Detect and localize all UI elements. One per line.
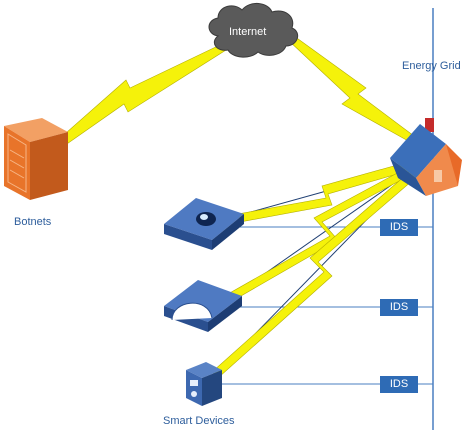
internet-label: Internet xyxy=(229,26,267,38)
lightning-bolt-icon xyxy=(57,43,227,147)
ids-box-2: IDS xyxy=(380,299,418,316)
house-icon xyxy=(390,118,462,196)
server-rack-icon xyxy=(4,118,68,200)
lightning-bolt-icon xyxy=(211,167,421,379)
smart-devices-label: Smart Devices xyxy=(163,415,235,427)
ids-box-1: IDS xyxy=(380,219,418,236)
cloud-icon xyxy=(208,3,299,58)
ids-box-3: IDS xyxy=(380,376,418,393)
camera-device-icon xyxy=(186,362,222,406)
botnets-label: Botnets xyxy=(14,216,52,228)
energy-grid-label: Energy Grid xyxy=(402,60,461,72)
sensor-device-icon xyxy=(164,198,244,250)
router-device-icon xyxy=(164,280,242,332)
lightning-bolt-icon xyxy=(287,35,415,143)
